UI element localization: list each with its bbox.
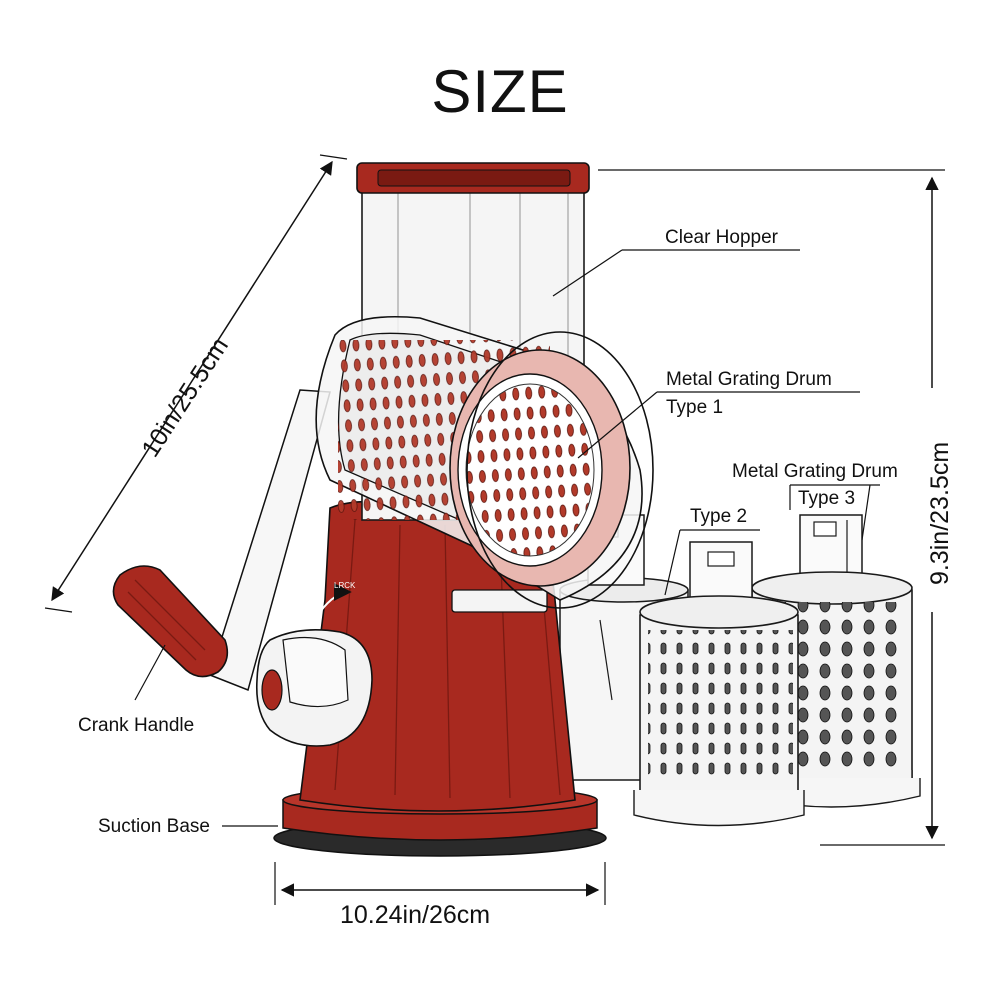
- leader-drum1: [577, 391, 860, 459]
- callout-suction-base: Suction Base: [98, 816, 210, 837]
- drum-type-2: [633, 541, 805, 827]
- leader-drum2: [664, 529, 760, 596]
- leader-hopper: [552, 249, 800, 297]
- dimension-diagonal: [44, 154, 348, 613]
- dimension-height-label: 9.3in/23.5cm: [926, 441, 954, 585]
- callout-drum1-line1: Metal Grating Drum: [666, 369, 832, 390]
- callout-drum3-line2: Type 3: [798, 488, 856, 509]
- leader-drum3: [789, 484, 880, 541]
- callout-crank-handle: Crank Handle: [78, 715, 195, 736]
- drum-type-1: [315, 315, 654, 609]
- callout-drum1-line2: Type 1: [666, 397, 724, 418]
- page-title: SIZE: [431, 58, 569, 125]
- crank-handle: [112, 389, 373, 747]
- leader-crank: [134, 644, 166, 701]
- lock-label: LRCK: [334, 581, 356, 590]
- callout-clear-hopper: Clear Hopper: [665, 227, 778, 248]
- dimension-width-label: 10.24in/26cm: [340, 901, 491, 929]
- dimension-height: [598, 169, 945, 846]
- dimension-width: [274, 862, 606, 905]
- red-body: LRCK: [299, 500, 576, 812]
- callout-drum3-line1: Metal Grating Drum: [732, 461, 898, 482]
- callout-drum2: Type 2: [690, 506, 748, 527]
